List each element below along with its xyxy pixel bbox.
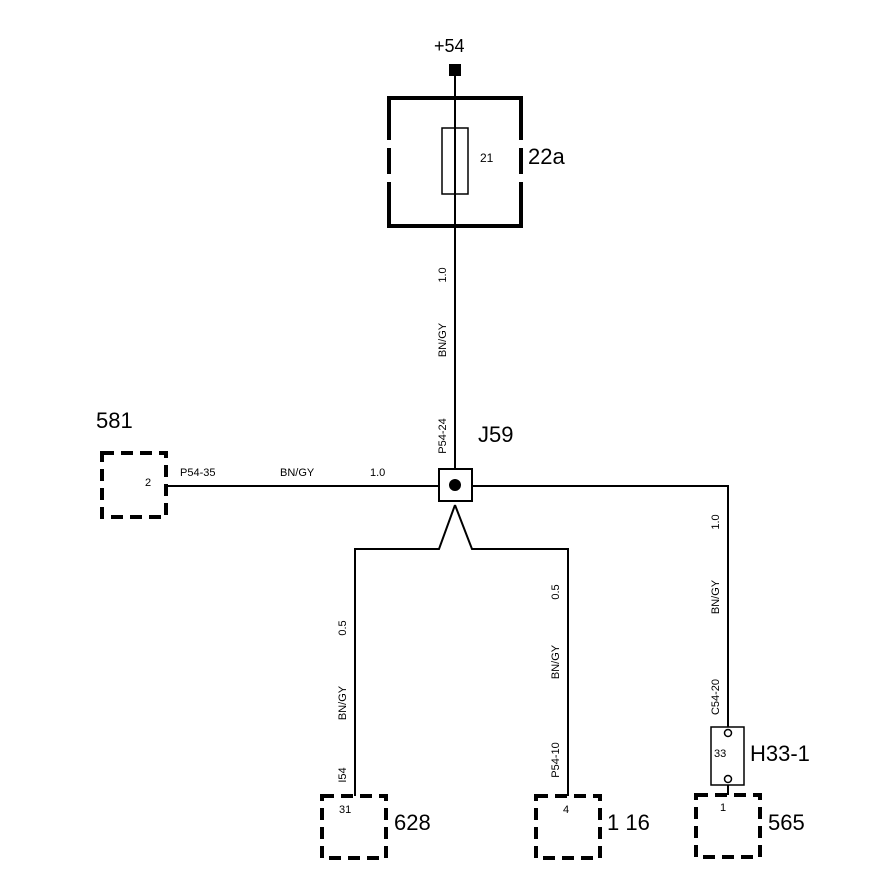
left-wire-size: 1.0 bbox=[370, 467, 385, 479]
inline-connector-ref: H33-1 bbox=[750, 741, 810, 766]
wire-116-color: BN/GY bbox=[550, 644, 562, 679]
wire-116 bbox=[454, 504, 569, 796]
connector-565-box bbox=[694, 793, 762, 859]
connector-565-ref: 565 bbox=[768, 810, 805, 835]
inline-connector-bottom-terminal bbox=[723, 774, 733, 784]
inline-connector-top-terminal bbox=[723, 728, 733, 738]
left-pin-label: P54-35 bbox=[180, 467, 215, 479]
wire-628 bbox=[354, 504, 456, 796]
wire-628-color: BN/GY bbox=[337, 685, 349, 720]
connector-116-pin: 4 bbox=[563, 804, 569, 816]
connector-565-pin: 1 bbox=[720, 802, 726, 814]
splice-pin-label: P54-24 bbox=[437, 418, 449, 453]
right-wire bbox=[472, 485, 729, 727]
splice-node bbox=[449, 479, 461, 491]
fuse-box-ref: 22a bbox=[528, 144, 565, 169]
wire-116-pin-label: P54-10 bbox=[550, 742, 562, 777]
supply-label: +54 bbox=[434, 36, 465, 56]
connector-116-ref: 1 16 bbox=[607, 810, 650, 835]
connector-581-pin: 2 bbox=[145, 477, 151, 489]
feed-wire-size: 1.0 bbox=[437, 267, 449, 282]
connector-628-pin: 31 bbox=[339, 804, 351, 816]
connector-581-ref: 581 bbox=[96, 408, 133, 433]
right-wire-size: 1.0 bbox=[710, 514, 722, 529]
feed-wire-color: BN/GY bbox=[437, 322, 449, 357]
right-wire-color: BN/GY bbox=[710, 579, 722, 614]
connector-628-box bbox=[320, 794, 388, 860]
wire-628-pin-label: I54 bbox=[337, 767, 349, 782]
left-wire-color: BN/GY bbox=[280, 467, 315, 479]
fuse-number: 21 bbox=[480, 151, 494, 165]
inline-connector-pin: 33 bbox=[714, 748, 726, 760]
connector-581-box bbox=[100, 451, 168, 519]
splice-ref: J59 bbox=[478, 422, 513, 447]
connector-628-ref: 628 bbox=[394, 810, 431, 835]
wire-628-size: 0.5 bbox=[337, 620, 349, 635]
right-pin-label: C54-20 bbox=[710, 679, 722, 715]
wire-116-size: 0.5 bbox=[550, 584, 562, 599]
connector-116-box bbox=[534, 794, 602, 860]
supply-terminal bbox=[449, 64, 461, 76]
